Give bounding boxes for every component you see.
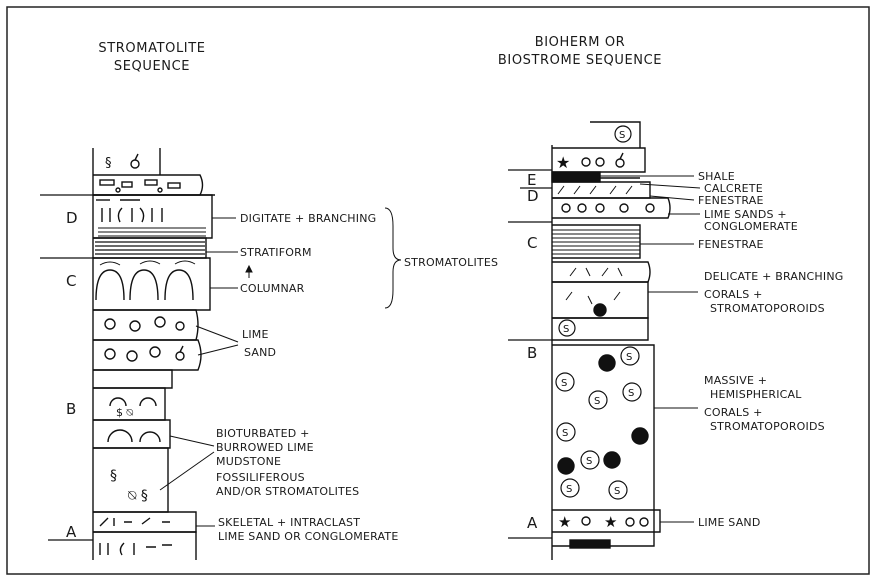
right-unit-E: E xyxy=(527,171,537,189)
left-title-line2: SEQUENCE xyxy=(114,59,190,74)
s-symbol: S xyxy=(594,396,600,407)
svg-text:⍉ §: ⍉ § xyxy=(128,488,148,504)
label-delicate-stromatoporoids: STROMATOPOROIDS xyxy=(710,302,825,315)
stromatolite-column: § $ ⍉ § ⍉ § xyxy=(92,148,215,560)
svg-text:§: § xyxy=(105,156,112,171)
label-skeletal-2: LIME SAND OR CONGLOMERATE xyxy=(218,530,398,543)
left-unit-A: A xyxy=(66,523,77,541)
left-divider-lines xyxy=(40,194,93,541)
label-skeletal-1: SKELETAL + INTRACLAST xyxy=(218,516,360,529)
svg-text:§: § xyxy=(110,468,117,484)
figure-frame xyxy=(6,6,870,575)
right-leaders xyxy=(600,175,701,523)
label-delicate-corals: CORALS + xyxy=(704,288,763,301)
label-fossiliferous-1: FOSSILIFEROUS xyxy=(216,471,305,484)
s-symbol: S xyxy=(563,324,569,335)
label-lime-sand: LIME SAND xyxy=(698,516,761,529)
right-unit-B: B xyxy=(527,344,538,362)
label-stromatolites: STROMATOLITES xyxy=(404,256,498,269)
label-fossiliferous-2: AND/OR STROMATOLITES xyxy=(216,485,359,498)
s-symbol: S xyxy=(561,378,567,389)
s-symbol-letters: S S S S S S S S S S xyxy=(561,130,634,497)
right-unit-D: D xyxy=(527,187,539,205)
label-digitate-branching: DIGITATE + BRANCHING xyxy=(240,212,376,225)
left-unit-B: B xyxy=(66,400,77,418)
label-lime: LIME xyxy=(242,328,269,341)
s-symbol: S xyxy=(619,130,625,141)
s-symbol: S xyxy=(626,352,632,363)
svg-text:★: ★ xyxy=(558,513,571,531)
right-divider-lines xyxy=(508,169,552,539)
label-massive-stromatoporoids: STROMATOPOROIDS xyxy=(710,420,825,433)
s-symbol: S xyxy=(562,428,568,439)
stromatoporoid-symbols xyxy=(555,125,642,500)
left-title-line1: STROMATOLITE xyxy=(98,41,205,56)
label-fenestrae-1: FENESTRAE xyxy=(698,194,764,207)
s-symbol: S xyxy=(586,456,592,467)
svg-text:★: ★ xyxy=(556,153,570,172)
label-sand: SAND xyxy=(244,346,276,359)
s-symbol: S xyxy=(566,484,572,495)
right-title-line1: BIOHERM OR xyxy=(535,35,626,50)
label-massive-corals: CORALS + xyxy=(704,406,763,419)
right-unit-A: A xyxy=(527,514,538,532)
label-hemispherical: HEMISPHERICAL xyxy=(710,388,802,401)
label-bioturbated-1: BIOTURBATED + xyxy=(216,427,310,440)
label-massive: MASSIVE + xyxy=(704,374,767,387)
label-calcrete: CALCRETE xyxy=(704,182,763,195)
left-unit-D: D xyxy=(66,209,78,227)
right-title-line2: BIOSTROME SEQUENCE xyxy=(498,53,662,68)
label-lime-sands: LIME SANDS + xyxy=(704,208,787,221)
label-delicate-branching: DELICATE + BRANCHING xyxy=(704,270,843,283)
svg-text:$ ⍉: $ ⍉ xyxy=(116,406,133,419)
label-conglomerate: CONGLOMERATE xyxy=(704,220,798,233)
label-columnar: COLUMNAR xyxy=(240,282,305,295)
right-unit-C: C xyxy=(527,234,538,252)
label-fenestrae-2: FENESTRAE xyxy=(698,238,764,251)
label-stratiform: STRATIFORM xyxy=(240,246,312,259)
s-symbol: S xyxy=(628,388,634,399)
label-bioturbated-2: BURROWED LIME xyxy=(216,441,314,454)
left-leaders xyxy=(159,207,402,527)
left-unit-C: C xyxy=(66,272,77,290)
s-symbol: S xyxy=(614,486,620,497)
label-bioturbated-3: MUDSTONE xyxy=(216,455,281,468)
bioherm-column: ★ ★ ★ xyxy=(551,121,671,560)
svg-text:★: ★ xyxy=(604,513,617,531)
label-shale: SHALE xyxy=(698,170,735,183)
